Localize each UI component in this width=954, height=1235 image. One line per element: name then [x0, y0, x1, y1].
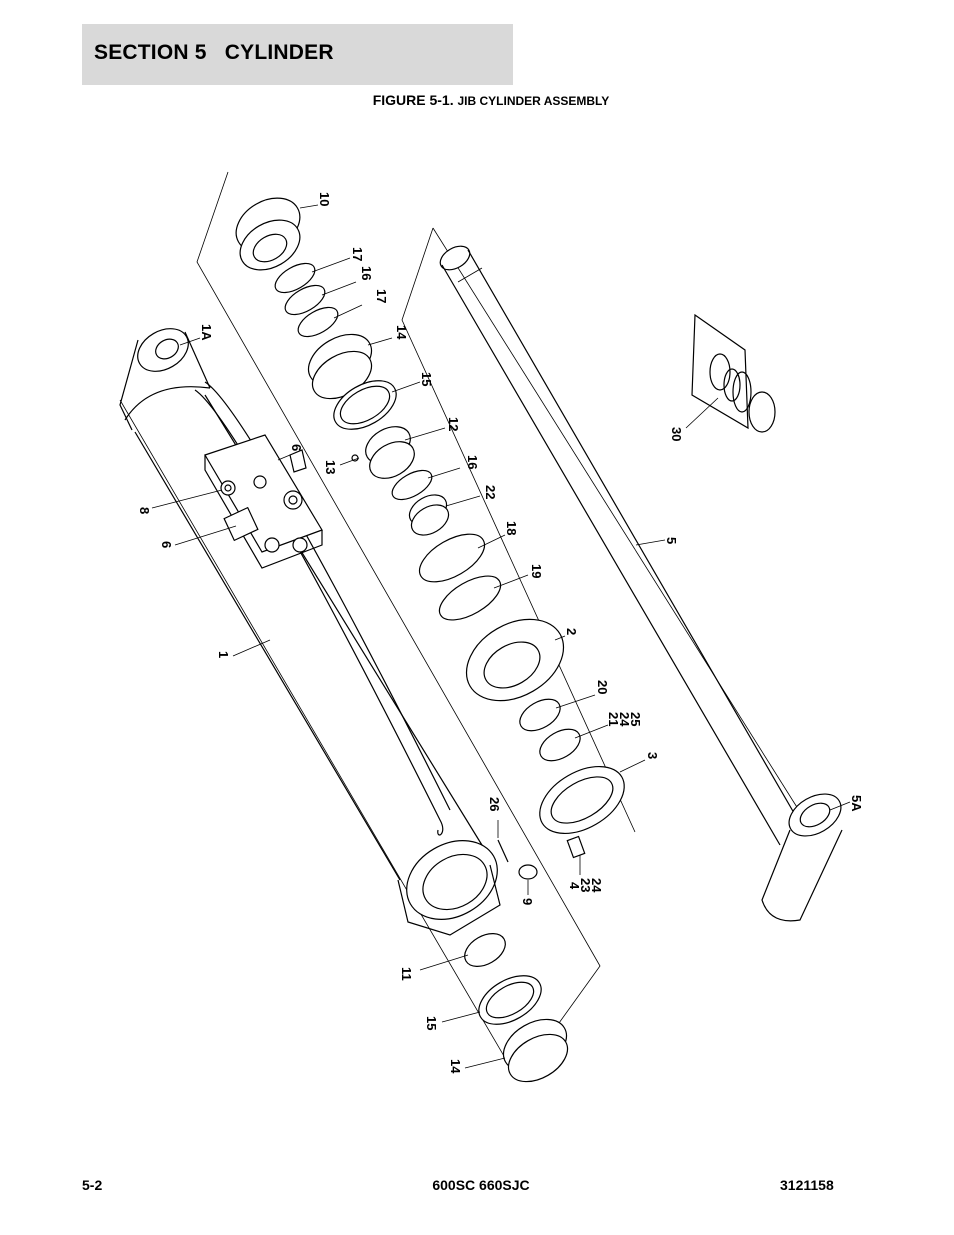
callout-label: 24 [589, 878, 604, 893]
piston-parts [235, 197, 625, 1083]
callout-label: 10 [317, 192, 332, 206]
cylinder-barrel-part-1 [119, 328, 501, 936]
callout-label: 1A [199, 324, 214, 341]
footer-page-number: 5-2 [82, 1177, 103, 1193]
callout-label: 11 [399, 967, 414, 981]
callout-label: 30 [669, 427, 684, 441]
footer-model: 600SC 660SJC [432, 1177, 530, 1193]
leader-lines [151, 204, 851, 1069]
callout-label: 9 [520, 898, 535, 905]
callout-label: 20 [595, 680, 610, 694]
callout-label: 16 [465, 455, 480, 469]
callout-label: 22 [483, 485, 498, 499]
section-header: SECTION 5 CYLINDER [82, 24, 513, 85]
callout-label: 21 [606, 712, 621, 726]
valve-block [204, 434, 323, 569]
callout-label: 12 [446, 417, 461, 431]
figure-caption: FIGURE 5-1. JIB CYLINDER ASSEMBLY [0, 92, 954, 108]
callout-label: 15 [424, 1016, 439, 1030]
callout-label: 2 [564, 628, 579, 635]
callout-label: 26 [487, 797, 502, 811]
callout-label: 16 [359, 266, 374, 280]
figure-caption-prefix: FIGURE 5-1. [372, 92, 458, 108]
callout-labels: 10 17 16 17 14 15 12 13 16 22 18 19 2 20… [137, 192, 864, 1074]
callout-label: 15 [419, 372, 434, 386]
callout-label: 13 [323, 460, 338, 474]
envelope-lines [119, 171, 806, 1081]
callout-label: 25 [628, 712, 643, 726]
callout-label: 24 [617, 712, 632, 727]
section-title: SECTION 5 CYLINDER [94, 41, 334, 64]
cylinder-rod-part-5 [439, 245, 843, 922]
callout-label: 17 [374, 289, 389, 303]
callout-label: 3 [645, 752, 660, 759]
callout-label: 6 [289, 444, 304, 451]
callout-label: 1 [216, 651, 231, 658]
callout-label: 5 [664, 537, 679, 544]
callout-label: 23 [578, 878, 593, 892]
callout-label: 8 [137, 507, 152, 514]
callout-label: 14 [394, 325, 409, 340]
callout-label: 14 [448, 1059, 463, 1074]
callout-label: 5A [849, 795, 864, 812]
callout-label: 17 [350, 247, 365, 261]
callout-label: 6 [159, 541, 174, 548]
figure-caption-title: JIB CYLINDER ASSEMBLY [457, 94, 610, 108]
callout-label: 4 [567, 882, 582, 890]
callout-label: 18 [504, 521, 519, 535]
callout-label: 19 [529, 564, 544, 578]
footer-doc-number: 3121158 [780, 1177, 834, 1193]
seal-kit-part-30 [691, 313, 776, 433]
